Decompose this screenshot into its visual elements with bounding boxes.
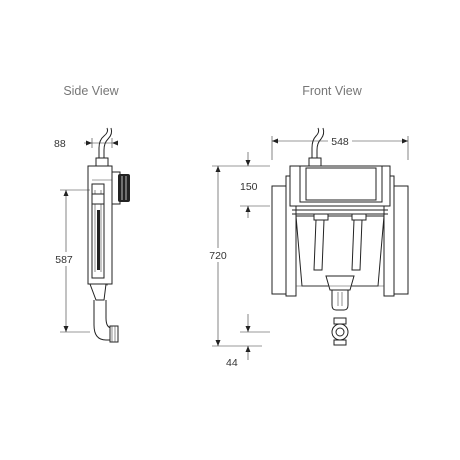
side-cistern-body [87,165,113,286]
front-bottom-label: 44 [226,357,238,369]
front-cistern-top [289,165,391,215]
side-view: Side View [52,84,130,343]
front-top-dimension: 150 [240,152,270,218]
side-flush-pipe [95,127,113,167]
front-bottom-dimension: 44 [226,314,270,369]
side-outlet-bend [89,283,119,343]
front-top-label: 150 [240,181,258,193]
side-height-dimension: 587 [52,189,90,333]
front-total-dimension: 720 [205,165,262,347]
front-width-label: 548 [331,136,349,148]
front-outlet [331,290,349,346]
side-depth-dimension: 88 [54,138,118,150]
side-depth-label: 88 [54,138,66,150]
front-cistern-body [295,213,385,291]
side-height-label: 587 [55,254,73,266]
front-flush-pipe [308,127,325,167]
front-view-title: Front View [302,84,362,98]
side-view-title: Side View [63,84,119,98]
front-total-label: 720 [209,250,227,262]
front-side-brackets [271,175,409,297]
front-view: Front View [205,84,409,369]
front-width-dimension: 548 [271,134,409,160]
side-rear-connector [111,171,130,205]
